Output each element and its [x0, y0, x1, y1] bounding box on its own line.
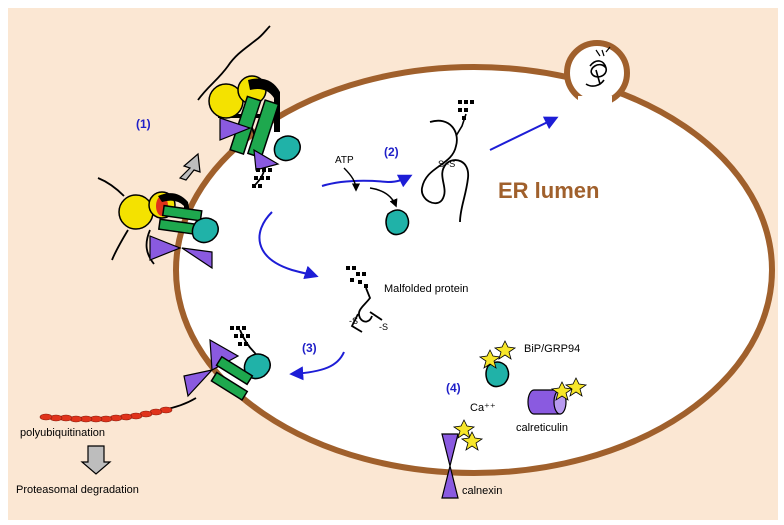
calnexin-label: calnexin [462, 485, 502, 497]
arrow-to-malfolded [258, 211, 319, 280]
proteasomal-degradation-label: Proteasomal degradation [16, 484, 139, 496]
released-chaperone: ATP [335, 155, 410, 236]
chaperone-release-arrow [369, 187, 398, 208]
atp-release-arrow [343, 167, 361, 192]
sulfur-a-label: -S [349, 316, 358, 326]
folded-glycoprotein: S−S [421, 100, 474, 223]
step-4-label: (4) [446, 381, 461, 395]
malfolded-protein-label: Malfolded protein [384, 283, 468, 295]
star-6 [460, 431, 484, 451]
arrow-to-folding [321, 174, 413, 188]
translocon-complex-top [197, 25, 301, 188]
atp-label: ATP [335, 155, 354, 166]
arrow-to-vesicle [489, 116, 559, 151]
star-4 [564, 377, 588, 397]
arrow-to-retrotranslocation [289, 351, 345, 381]
bip-label: BiP/GRP94 [524, 343, 580, 355]
sulfur-b-label: -S [379, 322, 388, 332]
star-3 [550, 381, 574, 401]
transport-vesicle [564, 40, 630, 108]
step-2-label: (2) [384, 145, 399, 159]
degradation-arrow [80, 445, 112, 475]
step-1-label: (1) [136, 117, 151, 131]
er-lumen-label: ER lumen [498, 178, 599, 203]
malfolded-protein: -S -S Malfolded protein [346, 266, 468, 333]
step-3-label: (3) [302, 341, 317, 355]
star-2 [493, 340, 517, 360]
er-membrane [173, 64, 775, 476]
calreticulin-label: calreticulin [516, 422, 568, 434]
translocon-complex-left [97, 177, 219, 270]
polyubiquitination-label: polyubiquitination [20, 427, 105, 439]
calcium-label: Ca⁺⁺ [470, 402, 496, 414]
calreticulin: calreticulin [516, 377, 588, 434]
disulfide-bond-label: S−S [438, 159, 455, 169]
transition-arrow-gray [178, 152, 201, 181]
flow-arrows [258, 116, 559, 381]
star-1 [478, 349, 502, 369]
bip-grp94: BiP/GRP94 [478, 340, 580, 388]
star-5 [452, 419, 476, 439]
calnexin: Ca⁺⁺ calnexin [441, 402, 502, 499]
ubiquitin-chain [39, 406, 173, 423]
retrotranslocation-complex [39, 326, 271, 423]
